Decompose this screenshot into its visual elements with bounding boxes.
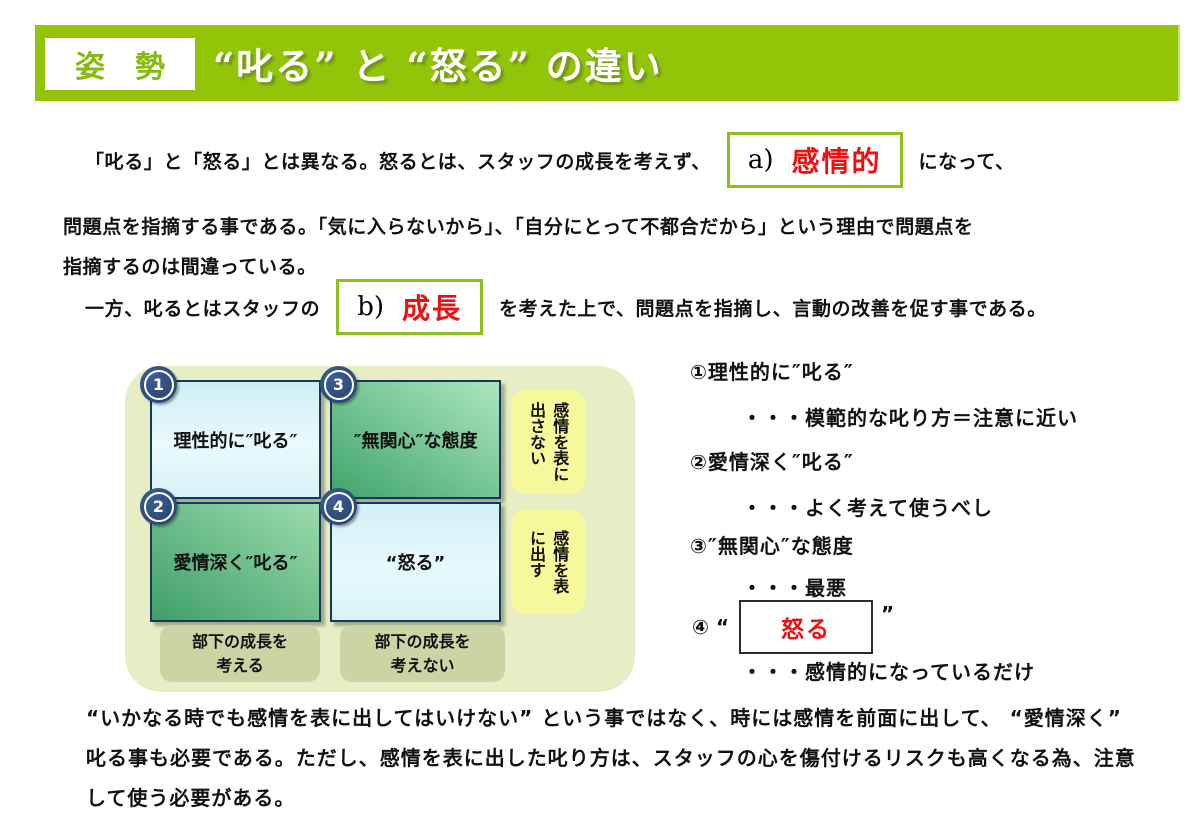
answer-box-b-text: 成長	[402, 292, 463, 325]
quadrant-3-label: ″無関心″な態度	[353, 430, 478, 452]
quadrant-2-number: 2	[143, 491, 174, 522]
quadrant-3-number: 3	[323, 369, 354, 400]
axis-label-not-consider-growth: 部下の成長を 考えない	[340, 625, 505, 682]
axis-label-show-emotion: 感情を表 に出す	[511, 510, 585, 614]
answer-box-b: b) 成長	[336, 279, 484, 335]
axis-label-no-emotion-text: 感情を表に 出さない	[527, 402, 570, 482]
quadrant-1-number-badge: 1	[140, 366, 177, 403]
quadrant-1-rational-scold: 理性的に″叱る″ 1	[140, 366, 321, 499]
quadrant-3-indifferent-attitude: ″無関心″な態度 3	[320, 366, 501, 499]
answer-box-a-prefix: a)	[747, 145, 774, 175]
quadrant-4-number-badge: 4	[320, 488, 357, 525]
note-1-desc: ・・・模範的な叱り方＝注意に近い	[742, 406, 1078, 430]
footer-line-2: 叱る事も必要である。ただし、感情を表に出した叱り方は、スタッフの心を傷付けるリス…	[86, 746, 1136, 770]
note-4-desc: ・・・感情的になっているだけ	[742, 660, 1035, 684]
footer-line-1: “いかなる時でも感情を表に出してはいけない” という事ではなく、時には感情を前面…	[86, 706, 1122, 730]
note-3-title: ③″無関心″な態度	[690, 534, 854, 558]
axis-label-consider-growth: 部下の成長を 考える	[160, 625, 320, 682]
quadrant-2-affectionate-scold: 愛情深く″叱る″ 2	[140, 488, 321, 622]
quadrant-1-number: 1	[143, 369, 174, 400]
quadrant-4-get-angry: “怒る” 4	[320, 488, 501, 622]
answer-box-a: a) 感情的	[726, 132, 903, 188]
page-title: “叱る” と “怒る” の違い	[213, 44, 663, 88]
quadrant-2-label: 愛情深く″叱る″	[173, 553, 298, 574]
note-3-desc: ・・・最悪	[742, 576, 847, 600]
footer-line-3: して使う必要がある。	[86, 786, 296, 810]
header-banner: 姿 勢 “叱る” と “怒る” の違い	[35, 25, 1180, 101]
intro-line-1: 「叱る」と「怒る」とは異なる。怒るとは、スタッフの成長を考えず、 a) 感情的 …	[63, 132, 1015, 188]
intro-line-4: 一方、叱るとはスタッフの b) 成長 を考えた上で、問題点を指摘し、言動の改善を…	[63, 279, 1047, 335]
quadrant-4-label: “怒る”	[385, 553, 446, 574]
note-2-desc: ・・・よく考えて使うべし	[742, 496, 993, 520]
answer-box-b-prefix: b)	[357, 292, 384, 322]
header-tag-label: 姿 勢	[75, 50, 165, 85]
intro-line-2: 問題点を指摘する事である。「気に入らないから」、「自分にとって不都合だから」とい…	[63, 216, 974, 238]
quadrant-1-label: 理性的に″叱る″	[173, 430, 298, 452]
note-4-title-post: ”	[881, 602, 895, 626]
answer-box-a-text: 感情的	[791, 145, 882, 178]
axis-label-no-emotion: 感情を表に 出さない	[511, 390, 585, 494]
intro-line-1-pre: 「叱る」と「怒る」とは異なる。怒るとは、スタッフの成長を考えず、	[85, 150, 711, 173]
answer-box-note-4: 怒る	[739, 600, 874, 654]
quadrant-3-number-badge: 3	[320, 366, 357, 403]
axis-label-show-emotion-text: 感情を表 に出す	[527, 530, 570, 594]
header-tag-box: 姿 勢	[45, 38, 195, 90]
note-2-title: ②愛情深く″叱る″	[690, 450, 854, 474]
quadrant-2-number-badge: 2	[140, 488, 177, 525]
answer-box-note-4-text: 怒る	[781, 617, 832, 643]
intro-line-4-pre: 一方、叱るとはスタッフの	[85, 297, 321, 320]
matrix-diagram: 理性的に″叱る″ 1 ″無関心″な態度 3 愛情深く″叱る″ 2 “怒る” 4 …	[125, 366, 635, 692]
intro-line-3: 指摘するのは間違っている。	[63, 256, 317, 278]
quadrant-4-number: 4	[323, 491, 354, 522]
note-4-title-pre: ④ “	[692, 615, 730, 639]
intro-line-4-post: を考えた上で、問題点を指摘し、言動の改善を促す事である。	[499, 297, 1047, 320]
intro-line-1-post: になって、	[918, 150, 1015, 173]
note-4-title-row: ④ “ 怒る ”	[692, 600, 894, 654]
note-1-title: ①理性的に″叱る″	[690, 360, 854, 384]
